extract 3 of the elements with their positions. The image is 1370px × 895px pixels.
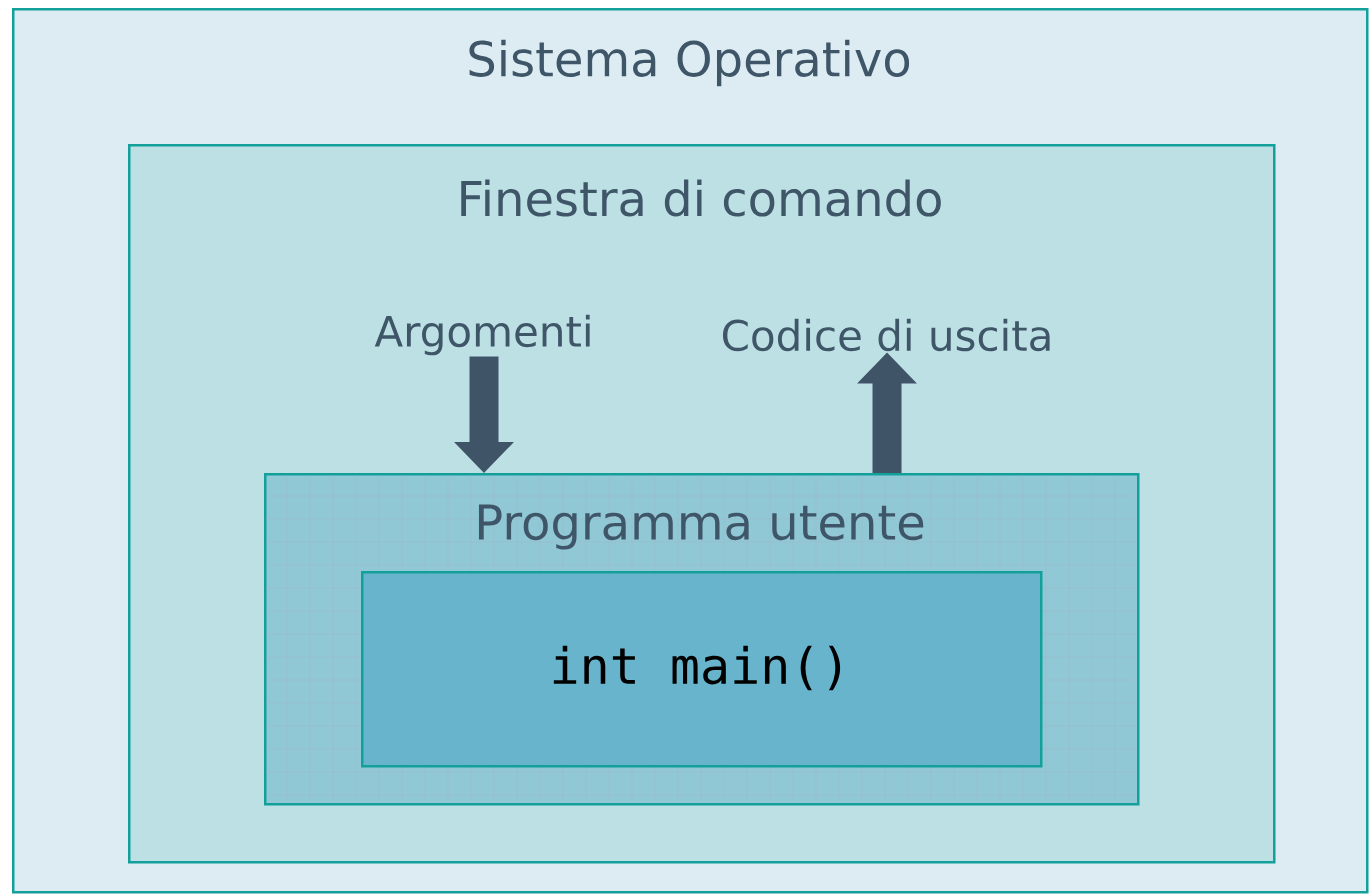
argument-label: Argomenti — [374, 314, 590, 356]
function-box: int main() — [361, 571, 1043, 768]
exit-code-label: Codice di uscita — [722, 318, 1050, 352]
